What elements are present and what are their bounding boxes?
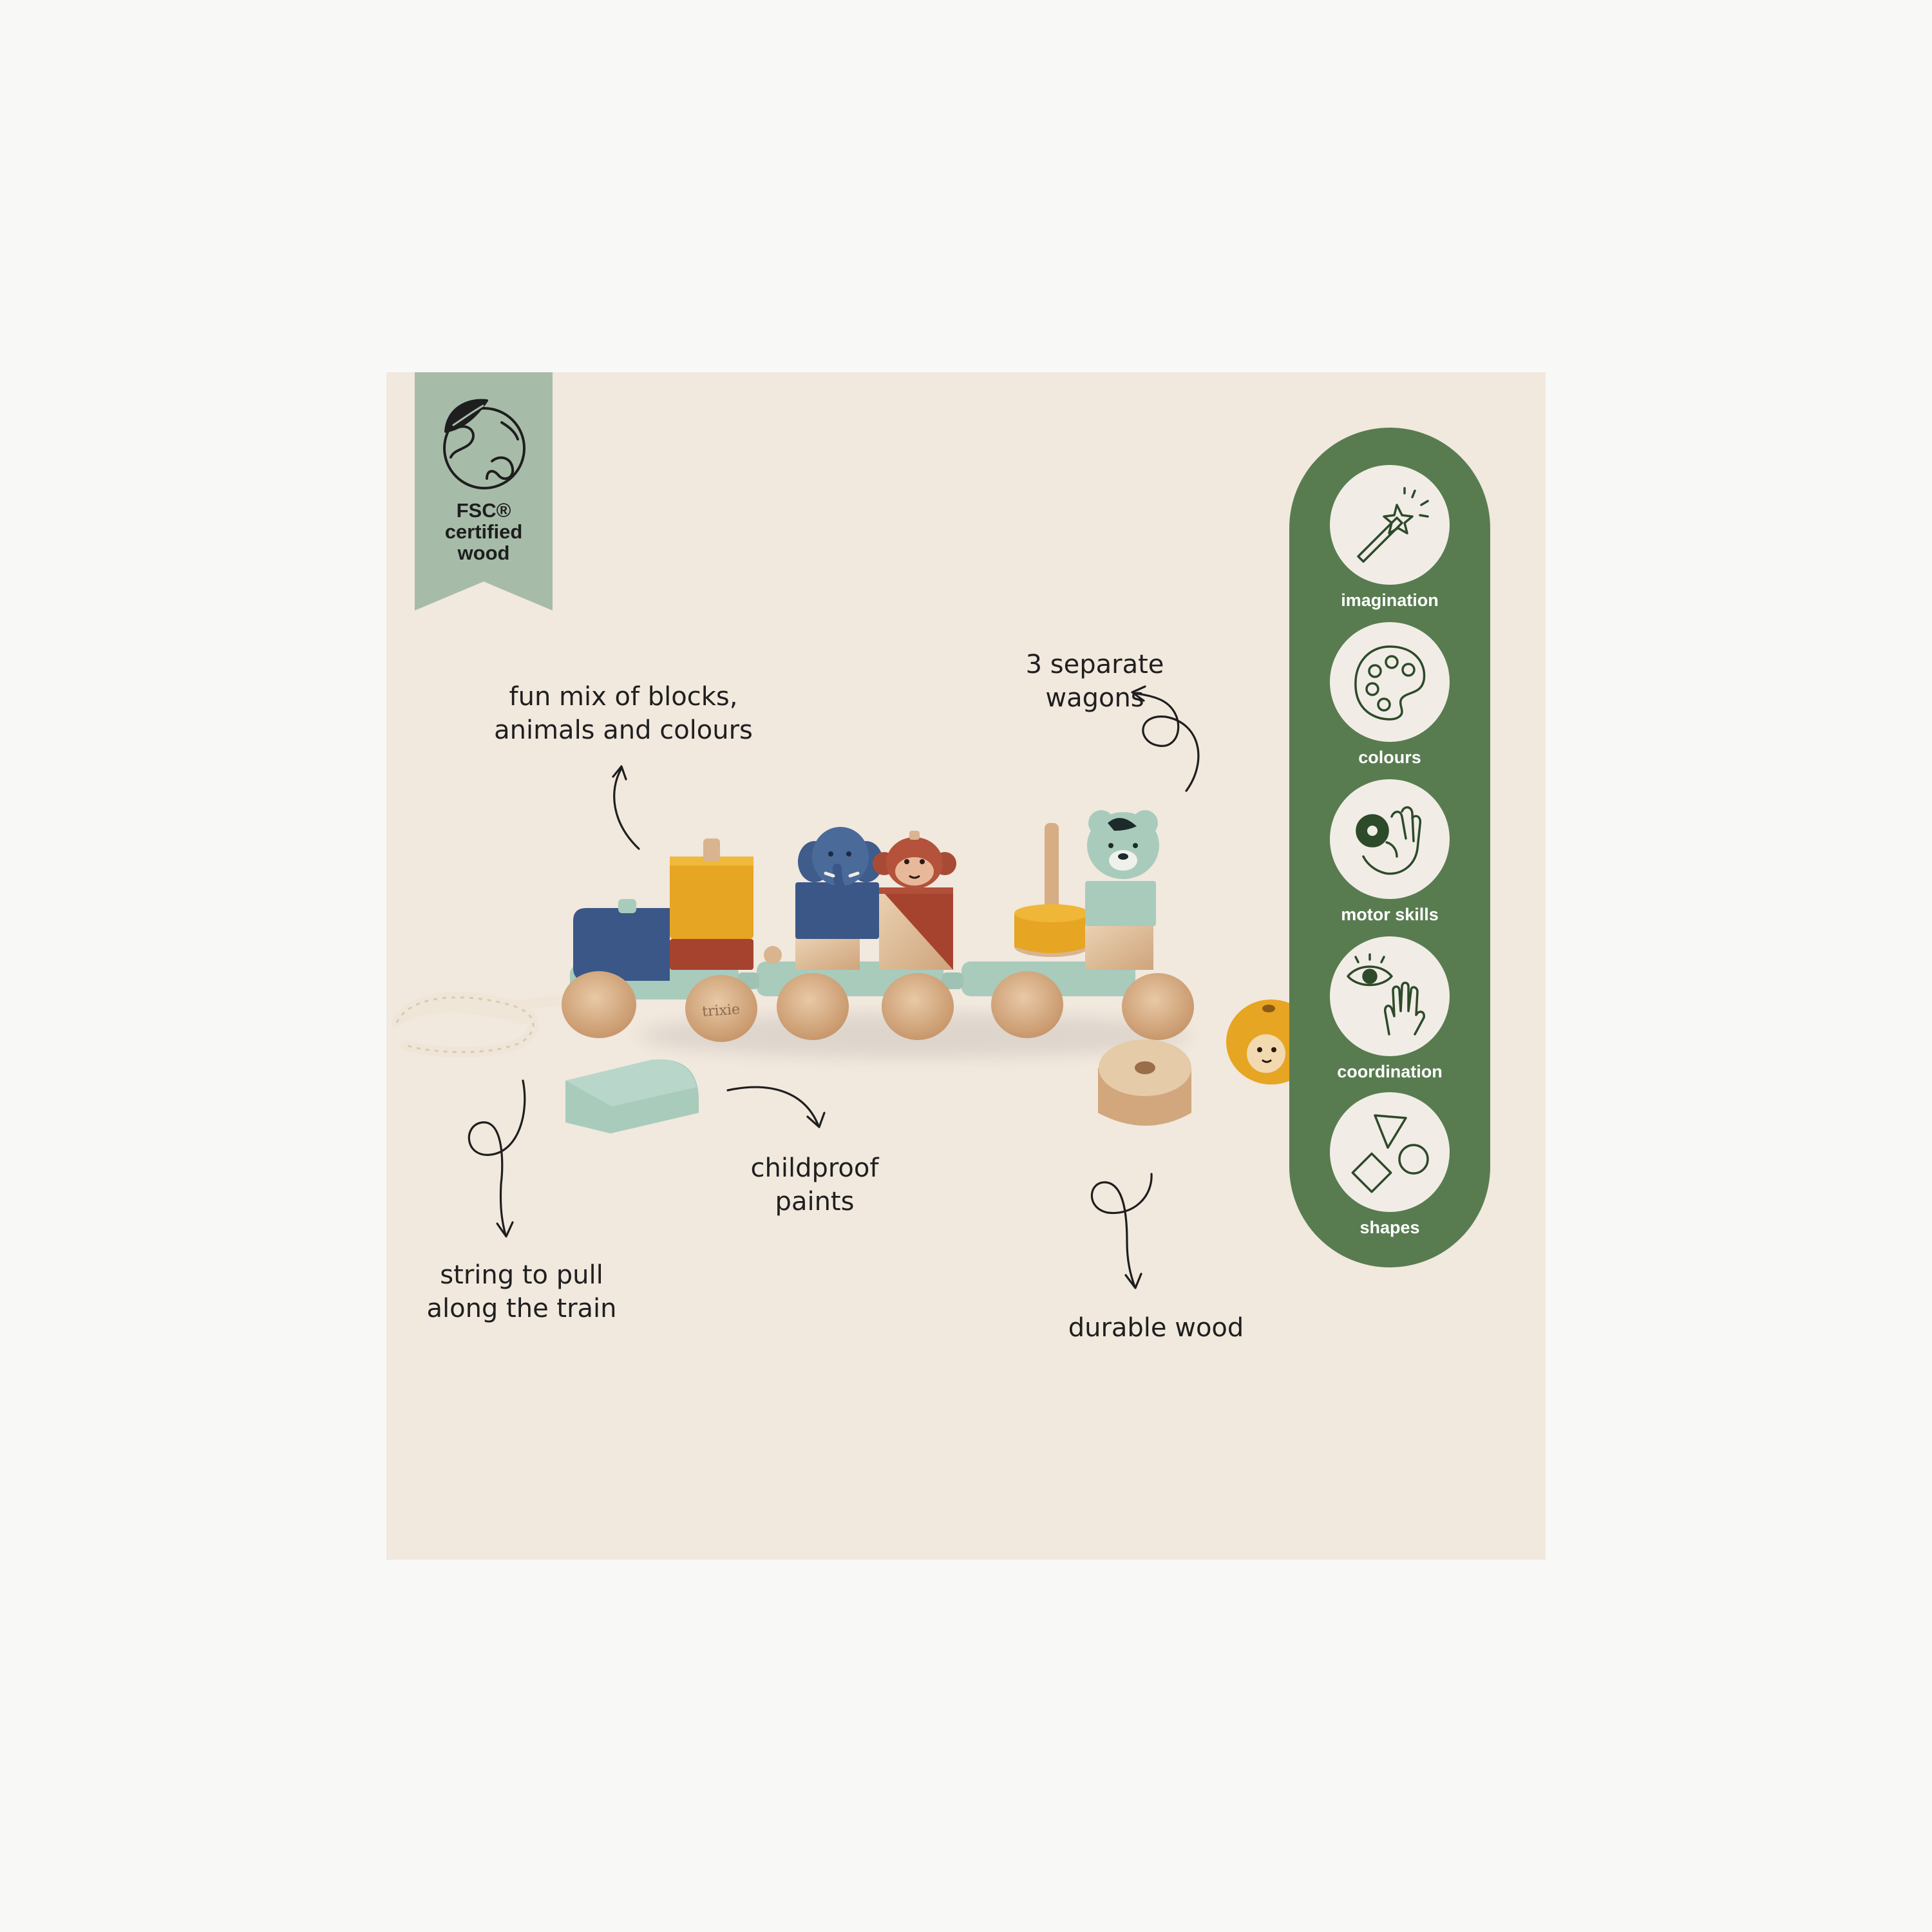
magic-wand-icon	[1357, 487, 1429, 563]
annotation-durable-wood: durable wood	[1068, 1313, 1244, 1343]
benefit-label: imagination	[1341, 591, 1439, 610]
hand-drawn-arrows	[468, 685, 1200, 1289]
mint-block	[1085, 881, 1156, 926]
loose-mint-arch	[565, 1059, 699, 1133]
elephant-figure	[798, 827, 883, 895]
eye-hand-icon	[1347, 953, 1425, 1036]
product-infographic: trixie FSC® certified wood fun mix of bl…	[386, 372, 1546, 1560]
monkey-figure	[873, 831, 956, 889]
fsc-line: wood	[457, 542, 510, 564]
benefit-label: coordination	[1337, 1062, 1443, 1081]
yellow-cube	[670, 857, 753, 939]
pull-string	[392, 992, 585, 1057]
annotation-string: string to pull along the train	[426, 1260, 617, 1323]
annotation-wagons: 3 separate wagons	[1025, 650, 1164, 713]
fsc-line: certified	[444, 520, 523, 543]
benefit-colours: colours	[1289, 622, 1490, 779]
benefits-panel: imagination colours	[1289, 428, 1490, 1267]
benefit-label: shapes	[1359, 1218, 1420, 1237]
fsc-label: FSC® certified wood	[415, 500, 553, 564]
tall-pole	[1045, 823, 1059, 926]
fsc-line: FSC®	[456, 499, 511, 522]
wooden-peg	[703, 838, 720, 862]
benefit-label: motor skills	[1341, 905, 1439, 924]
annotation-fun-mix: fun mix of blocks, animals and colours	[494, 682, 753, 745]
locomotive-body	[573, 908, 670, 981]
wagon1-wood-block	[795, 938, 860, 970]
wheel-brand: trixie	[701, 1001, 740, 1020]
fsc-badge	[415, 372, 553, 611]
annotation-paints: childproof paints	[750, 1153, 879, 1217]
loose-wood-disc	[1098, 1039, 1191, 1126]
benefit-imagination: imagination	[1289, 465, 1490, 622]
benefit-coordination: coordination	[1289, 936, 1490, 1094]
polar-bear-figure	[1087, 810, 1159, 879]
benefit-motor-skills: motor skills	[1289, 779, 1490, 936]
chimney	[618, 899, 636, 913]
navy-block	[795, 882, 879, 939]
benefit-label: colours	[1358, 748, 1421, 767]
hand-grabbing-ring-icon	[1356, 806, 1422, 875]
wheels	[562, 971, 1194, 1042]
wagon2-wood-block	[1085, 925, 1153, 970]
paint-palette-icon	[1354, 645, 1426, 721]
rust-block	[670, 939, 753, 970]
yellow-ring	[1014, 913, 1089, 953]
benefit-shapes: shapes	[1289, 1092, 1490, 1249]
shapes-icon	[1351, 1114, 1429, 1193]
leaf-globe-icon	[443, 399, 526, 489]
